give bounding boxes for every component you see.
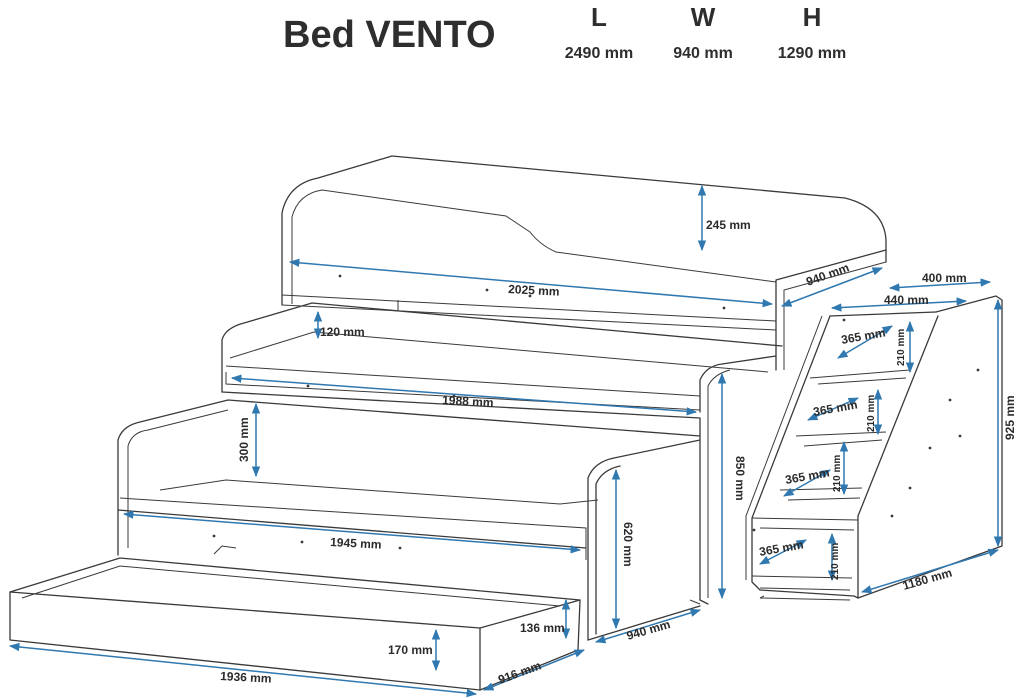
label-drawer-width: 916 mm — [496, 658, 543, 686]
label-middle-length: 1988 mm — [442, 393, 494, 410]
overall-height-value: 1290 mm — [777, 45, 847, 62]
label-stairs-depth-top: 400 mm — [922, 271, 967, 285]
label-top-width: 940 mm — [804, 260, 851, 288]
label-step2: 365 mm — [812, 397, 858, 419]
overall-height-label: H — [802, 2, 822, 32]
label-step2-rise: 210 mm — [866, 395, 877, 432]
dimension-lines — [8, 184, 1003, 698]
top-bed — [281, 155, 887, 371]
overall-width-value: 940 mm — [673, 45, 733, 62]
label-lower-height: 620 mm — [621, 522, 635, 567]
overall-length-label: L — [591, 2, 607, 32]
label-middle-rail: 120 mm — [320, 325, 365, 339]
drawer — [9, 545, 581, 691]
diagram-title: Bed VENTO — [283, 14, 496, 56]
label-lower-length: 1945 mm — [330, 535, 382, 552]
label-step1-rise: 210 mm — [896, 329, 907, 366]
dimension-labels: 245 mm 2025 mm 940 mm 400 mm 440 mm 365 … — [220, 218, 1017, 687]
label-step3-rise: 210 mm — [832, 455, 843, 492]
label-step4-rise: 210 mm — [830, 543, 841, 580]
label-stairs-length: 1180 mm — [901, 565, 954, 592]
label-mid-height: 850 mm — [733, 456, 747, 501]
label-stairs-height: 925 mm — [1003, 395, 1017, 440]
label-lower-rail: 300 mm — [237, 417, 251, 462]
label-top-length: 2025 mm — [508, 282, 560, 299]
label-drawer-height: 170 mm — [388, 643, 433, 657]
label-headboard-height: 245 mm — [706, 218, 751, 232]
label-step3: 365 mm — [784, 465, 830, 487]
overall-width-label: W — [690, 2, 716, 32]
label-stairs-width: 440 mm — [884, 293, 929, 307]
label-drawer-depth: 136 mm — [520, 621, 565, 635]
middle-bed — [221, 302, 783, 605]
label-lower-width: 940 mm — [625, 617, 672, 643]
label-drawer-length: 1936 mm — [220, 669, 272, 686]
overall-length-value: 2490 mm — [564, 45, 634, 62]
label-step4: 365 mm — [758, 537, 804, 559]
